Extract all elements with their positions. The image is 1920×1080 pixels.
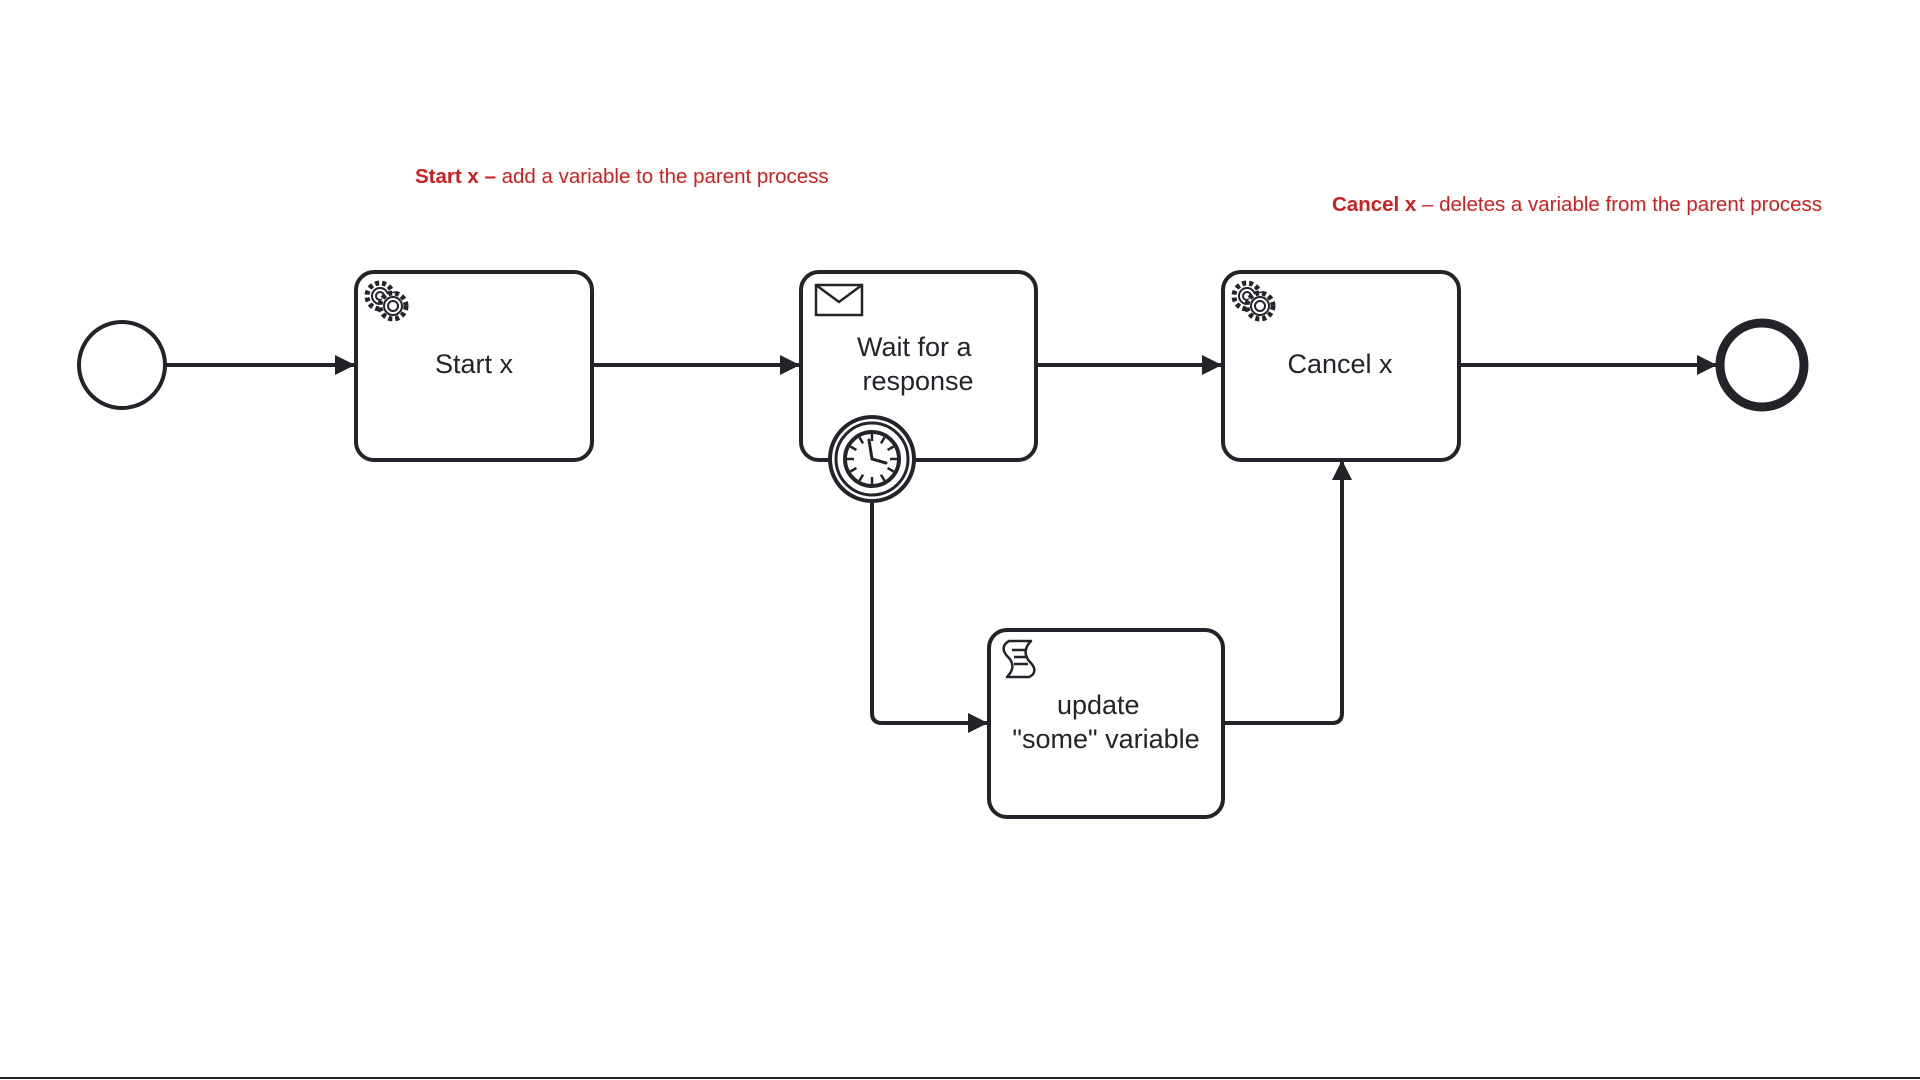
task-cancel-x-label: Cancel x — [1287, 349, 1393, 379]
task-wait-label: Wait for a response — [857, 332, 979, 396]
task-cancel-x[interactable]: Cancel x — [1221, 270, 1461, 462]
timer-boundary-event[interactable] — [828, 415, 916, 503]
gear-icon — [364, 280, 409, 322]
task-start-x[interactable]: Start x — [354, 270, 594, 462]
task-start-x-label: Start x — [435, 349, 514, 379]
annotation-start-x-bold: Start x – — [415, 165, 496, 188]
annotation-cancel-x: Cancel x – deletes a variable from the p… — [1332, 193, 1822, 217]
gear-icon — [1231, 280, 1276, 322]
flow-update-to-cancel[interactable] — [1223, 460, 1352, 725]
task-update-variable[interactable]: update "some" variable — [987, 628, 1225, 819]
start-event[interactable] — [77, 320, 167, 410]
task-wait-for-response[interactable]: Wait for a response — [799, 270, 1038, 462]
bottom-border — [0, 1077, 1920, 1079]
flow-timer-to-update[interactable] — [870, 501, 988, 733]
envelope-icon — [814, 283, 864, 317]
script-icon — [1002, 639, 1036, 679]
clock-icon — [843, 430, 901, 488]
task-update-label: update "some" variable — [1012, 690, 1199, 754]
annotation-start-x: Start x – add a variable to the parent p… — [415, 165, 829, 189]
annotation-start-x-text: add a variable to the parent process — [495, 165, 829, 188]
annotation-cancel-x-text: – deletes a variable from the parent pro… — [1416, 193, 1822, 216]
end-event[interactable] — [1715, 318, 1809, 412]
annotation-cancel-x-bold: Cancel x — [1332, 193, 1417, 216]
